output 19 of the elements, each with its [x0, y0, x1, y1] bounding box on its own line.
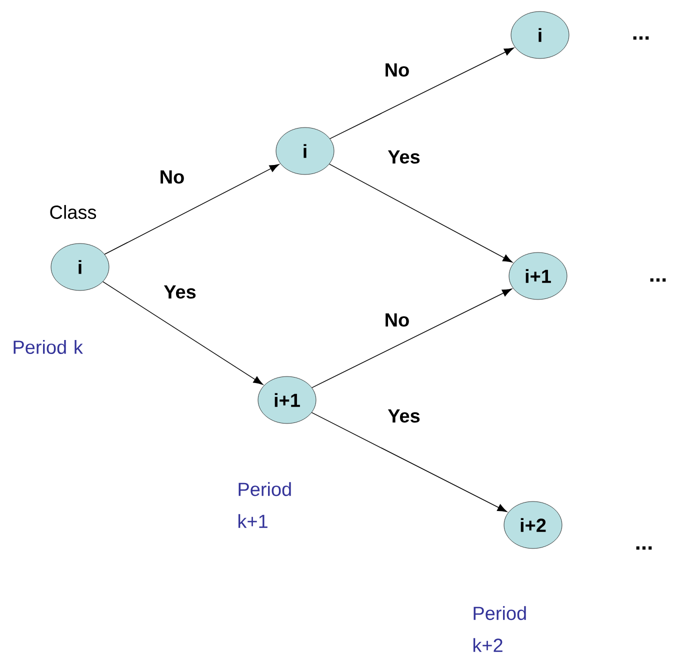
arrow — [312, 288, 512, 388]
arrow — [104, 164, 280, 255]
edge-label: Yes — [386, 149, 422, 165]
arrow — [330, 48, 514, 140]
class-label: Class — [50, 205, 96, 219]
edge-label: No — [383, 62, 411, 78]
edge-label: Yes — [386, 408, 422, 424]
period-label: Period k+1 — [238, 482, 291, 528]
period-label: Period k — [14, 340, 83, 354]
arrow — [102, 281, 264, 385]
ellipsis: ... — [633, 36, 649, 40]
edge-label: No — [158, 169, 186, 185]
arrow — [328, 164, 513, 263]
ellipsis: ... — [636, 546, 652, 550]
edge-label: No — [383, 312, 411, 328]
arrow — [311, 412, 508, 512]
edge-label: Yes — [162, 284, 198, 300]
ellipsis: ... — [650, 278, 666, 282]
period-label: Period k+2 — [473, 606, 526, 652]
